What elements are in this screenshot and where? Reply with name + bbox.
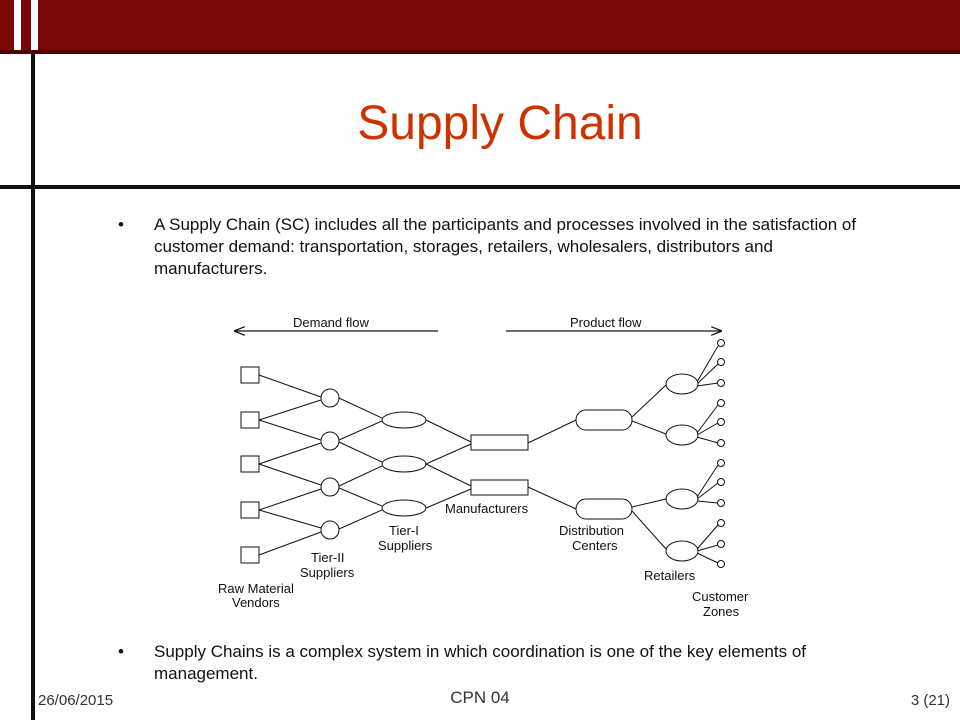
tier1-label-2: Suppliers [378,538,433,553]
header-notch-left [14,0,21,50]
bullet-text: Supply Chains is a complex system in whi… [154,642,806,683]
tier1-suppliers [381,411,427,517]
retailer-node [665,488,699,510]
header-bar [0,0,960,50]
footer-course: CPN 04 [450,688,510,707]
demand-flow-label: Demand flow [293,315,369,330]
vendor-box [240,411,260,429]
retailer-node [665,373,699,395]
customer-node [717,379,725,387]
tier2-node [320,431,340,451]
distribution-centers [575,409,633,520]
customer-zones [717,339,725,568]
raw-material-vendors [240,366,260,564]
slide-title: Supply Chain [357,97,643,150]
retailer-node [665,424,699,446]
horizontal-rule [0,185,960,189]
customer-node [717,519,725,527]
tier2-node [320,388,340,408]
product-flow-label: Product flow [570,315,642,330]
customer-node [717,358,725,366]
vendor-box [240,366,260,384]
tier1-label-1: Tier-I [389,523,419,538]
tier2-suppliers [320,388,340,540]
customer-zones-label-1: Customer [692,589,749,604]
bullet-marker: • [118,642,124,661]
tier2-label-2: Suppliers [300,565,355,580]
distribution-label-2: Centers [572,538,618,553]
vertical-rule [31,54,35,720]
footer-page-number: 3 (21) [910,692,950,709]
vendor-box [240,455,260,473]
header-bar-accent [0,50,960,54]
bullet-marker: • [118,215,124,234]
bullet-text: A Supply Chain (SC) includes all the par… [154,215,857,278]
customer-node [717,540,725,548]
manufacturers [470,434,529,496]
vendor-box [240,546,260,564]
distribution-node [575,498,633,520]
customer-zones-label-2: Zones [703,604,740,619]
retailers [665,373,699,562]
retailer-node [665,540,699,562]
manufacturer-box [470,434,529,451]
retailers-label: Retailers [644,568,696,583]
vendor-box [240,501,260,519]
distribution-label-1: Distribution [559,523,624,538]
raw-material-label-2: Vendors [232,595,280,610]
tier2-node [320,520,340,540]
manufacturer-box [470,479,529,496]
tier1-node [381,499,427,517]
customer-node [717,478,725,486]
tier1-node [381,455,427,473]
tier2-node [320,477,340,497]
header-notch-right [31,0,38,50]
manufacturers-label: Manufacturers [445,501,529,516]
customer-node [717,339,725,347]
customer-node [717,560,725,568]
customer-node [717,418,725,426]
customer-node [717,499,725,507]
diagram-links [258,345,719,564]
distribution-node [575,409,633,431]
customer-node [717,399,725,407]
customer-node [717,439,725,447]
tier2-label-1: Tier-II [311,550,344,565]
raw-material-label-1: Raw Material [218,581,294,596]
footer-date: 26/06/2015 [38,692,114,709]
tier1-node [381,411,427,429]
customer-node [717,459,725,467]
